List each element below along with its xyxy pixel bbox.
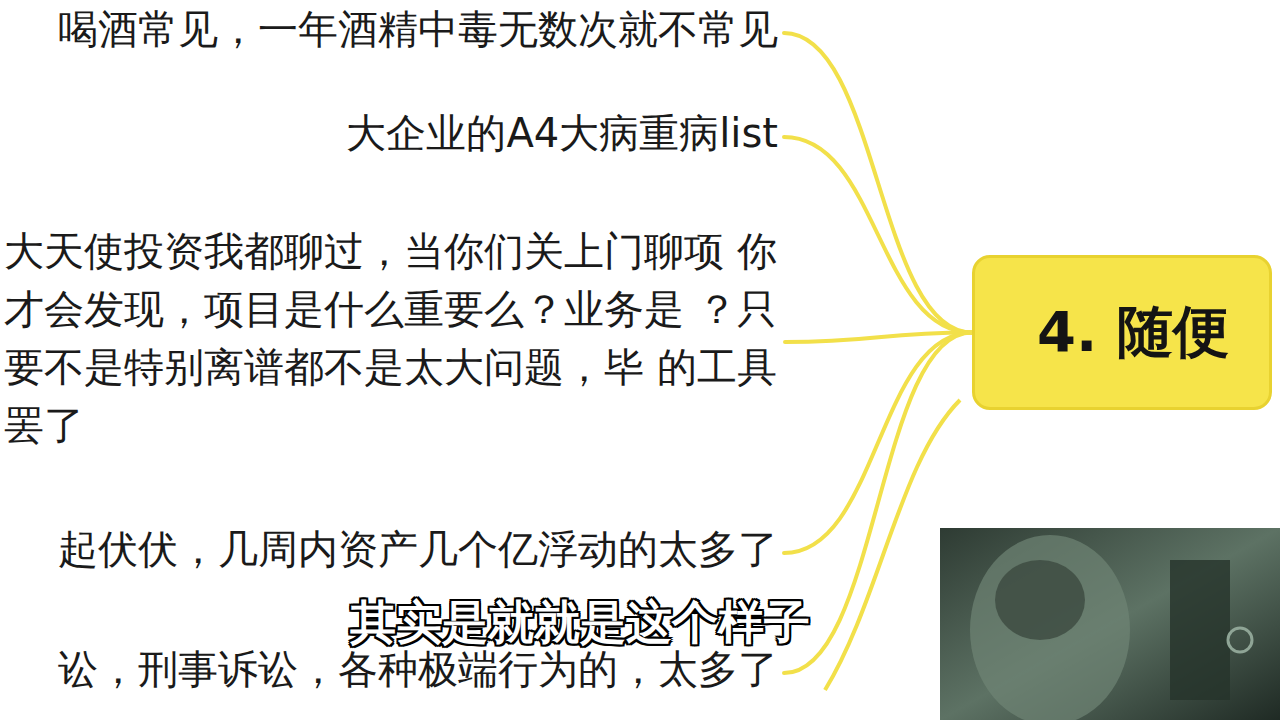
inset-light (1228, 628, 1252, 652)
inset-background (1170, 560, 1230, 700)
branch-line (825, 400, 960, 690)
topic-title: 4. 随便 (1037, 295, 1229, 371)
branch-label: 起伏伏，几周内资产几个亿浮动的太多了 (58, 526, 778, 572)
video-inset (940, 528, 1280, 720)
inset-figure (995, 560, 1085, 640)
branch-text: 大天使投资我都聊过，当你们关上门聊项 你才会发现，项目是什么重要么？业务是 ？只… (4, 222, 779, 454)
subtitle: 其实是就就是这个样子 (350, 592, 810, 654)
branch-text: 大企业的A4大病重病list (346, 104, 778, 162)
branch-connector (784, 33, 972, 333)
topic-box: 4. 随便 (972, 255, 1272, 410)
branch-label: 大企业的A4大病重病list (346, 110, 778, 156)
branch-connector (784, 137, 972, 333)
branch-text: 起伏伏，几周内资产几个亿浮动的太多了 (58, 520, 778, 578)
branch-label: 讼，刑事诉讼，各种极端行为的，太多了 (58, 646, 778, 692)
branch-connector (784, 333, 972, 674)
inset-figure (970, 535, 1130, 720)
branch-text: 喝酒常见，一年酒精中毒无数次就不常见 (58, 0, 778, 58)
branch-label: 大天使投资我都聊过，当你们关上门聊项 你才会发现，项目是什么重要么？业务是 ？只… (4, 228, 777, 448)
branch-connector (784, 333, 972, 554)
branch-label: 喝酒常见，一年酒精中毒无数次就不常见 (58, 6, 778, 52)
